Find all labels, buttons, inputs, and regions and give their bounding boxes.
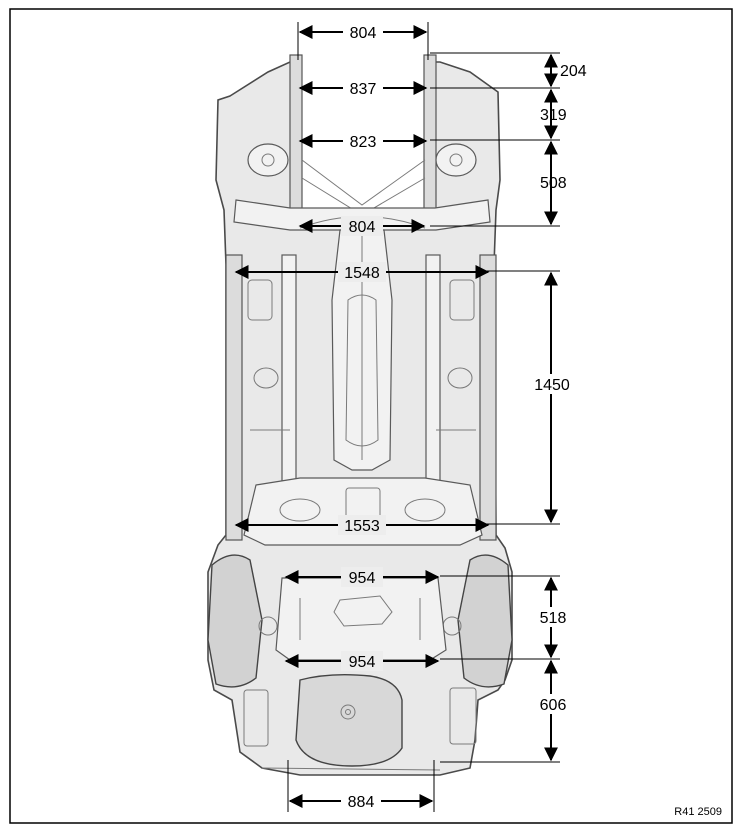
dim-front-204: 204 — [544, 53, 587, 88]
vertical-dimensions: 204 319 508 1450 518 606 — [530, 53, 587, 762]
dim-rear-end: 884 — [288, 791, 434, 811]
dim-rear-606: 606 — [536, 659, 570, 762]
dim-front-mid: 837 — [298, 78, 428, 98]
dim-label-firewall: 804 — [349, 219, 376, 236]
dim-label-204: 204 — [560, 63, 587, 80]
dim-firewall: 804 — [298, 216, 426, 236]
dim-strut-tower: 823 — [298, 131, 428, 151]
dim-label-rear-floor: 1553 — [344, 518, 380, 535]
dim-floor-1450: 1450 — [530, 271, 574, 524]
dim-label-front-top: 804 — [350, 25, 377, 42]
dim-rear-axle-rear: 954 — [284, 651, 440, 671]
horizontal-dimensions: 804 837 823 804 1548 1553 — [234, 22, 490, 811]
dim-rear-axle-front: 954 — [284, 567, 440, 587]
dim-label-strut-tower: 823 — [350, 134, 377, 151]
dim-label-front-floor: 1548 — [344, 265, 380, 282]
reference-code: R41 2509 — [674, 806, 722, 818]
dim-label-rear-axle-front: 954 — [349, 570, 376, 587]
dim-label-518: 518 — [540, 610, 567, 627]
diagram-frame — [9, 8, 733, 824]
dim-front-floor: 1548 — [234, 262, 490, 282]
extension-lines — [287, 22, 560, 812]
dim-rear-518: 518 — [536, 576, 570, 659]
dim-front-top: 804 — [298, 22, 428, 42]
dim-label-rear-axle-rear: 954 — [349, 654, 376, 671]
dim-label-rear-end: 884 — [348, 794, 375, 811]
dim-label-1450: 1450 — [534, 377, 570, 394]
dim-label-606: 606 — [540, 697, 567, 714]
dim-label-508: 508 — [540, 175, 567, 192]
dim-front-508: 508 — [540, 140, 567, 226]
dim-label-front-mid: 837 — [350, 81, 377, 98]
dim-rear-floor: 1553 — [234, 515, 490, 535]
dim-label-319: 319 — [540, 107, 567, 124]
dim-front-319: 319 — [540, 88, 567, 140]
